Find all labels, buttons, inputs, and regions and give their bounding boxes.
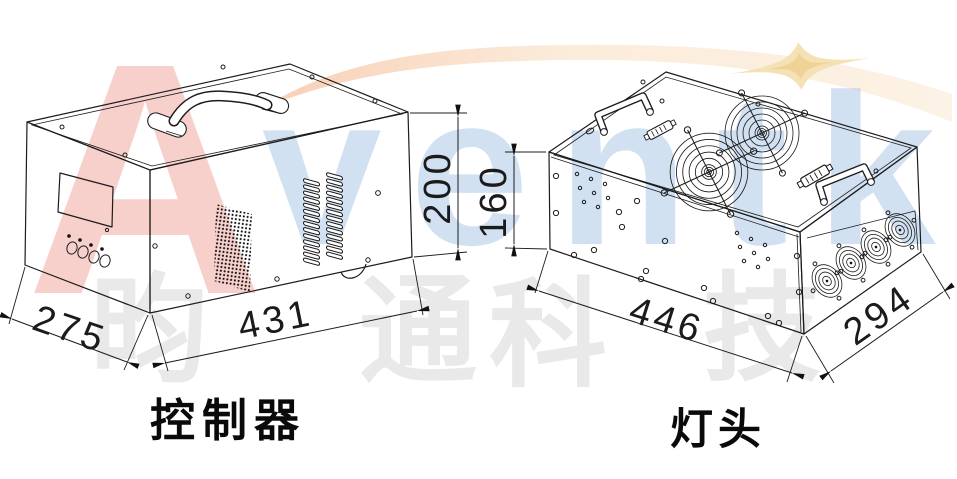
- lamp-head-caption: 灯头: [670, 406, 766, 454]
- lamp-side-fans: [810, 210, 917, 301]
- controller-cable-gland: [340, 263, 367, 279]
- lamp-head-dimensions: 160 446 294: [473, 143, 955, 384]
- lamp-top-screws: [585, 79, 879, 174]
- controller-top-rim: [30, 68, 404, 167]
- lamp-handle-left: [594, 92, 654, 136]
- controller-drawing: [24, 63, 413, 314]
- lamp-handle-right: [815, 163, 875, 206]
- controller-side-face: [149, 111, 413, 314]
- lamp-terminal-block: [796, 163, 834, 189]
- controller-knobs: [66, 234, 111, 268]
- lamp-terminal-block: [643, 119, 677, 141]
- lamp-top-rim: [553, 76, 912, 228]
- dim-controller-depth: 275: [27, 298, 112, 362]
- lamp-fan-panel-edge: [806, 210, 919, 251]
- controller-handle: [147, 90, 290, 138]
- dim-lamp-width: 446: [624, 289, 709, 352]
- controller-caption: 控制器: [150, 395, 307, 446]
- lamp-top-fan: [715, 89, 809, 177]
- controller-top-face: [26, 63, 409, 171]
- controller-dot-vent: [214, 204, 252, 292]
- controller-front-face: [24, 121, 151, 314]
- dim-lamp-height: 160: [473, 163, 515, 238]
- controller-slot-vent: [302, 171, 344, 267]
- star-icon: [730, 42, 870, 90]
- controller-screws: [59, 64, 381, 299]
- controller-display: [57, 172, 114, 228]
- dim-controller-width: 431: [234, 292, 316, 348]
- lamp-top-fan: [660, 126, 758, 218]
- dim-controller-height: 200: [417, 149, 459, 224]
- dim-lamp-depth: 294: [836, 276, 922, 354]
